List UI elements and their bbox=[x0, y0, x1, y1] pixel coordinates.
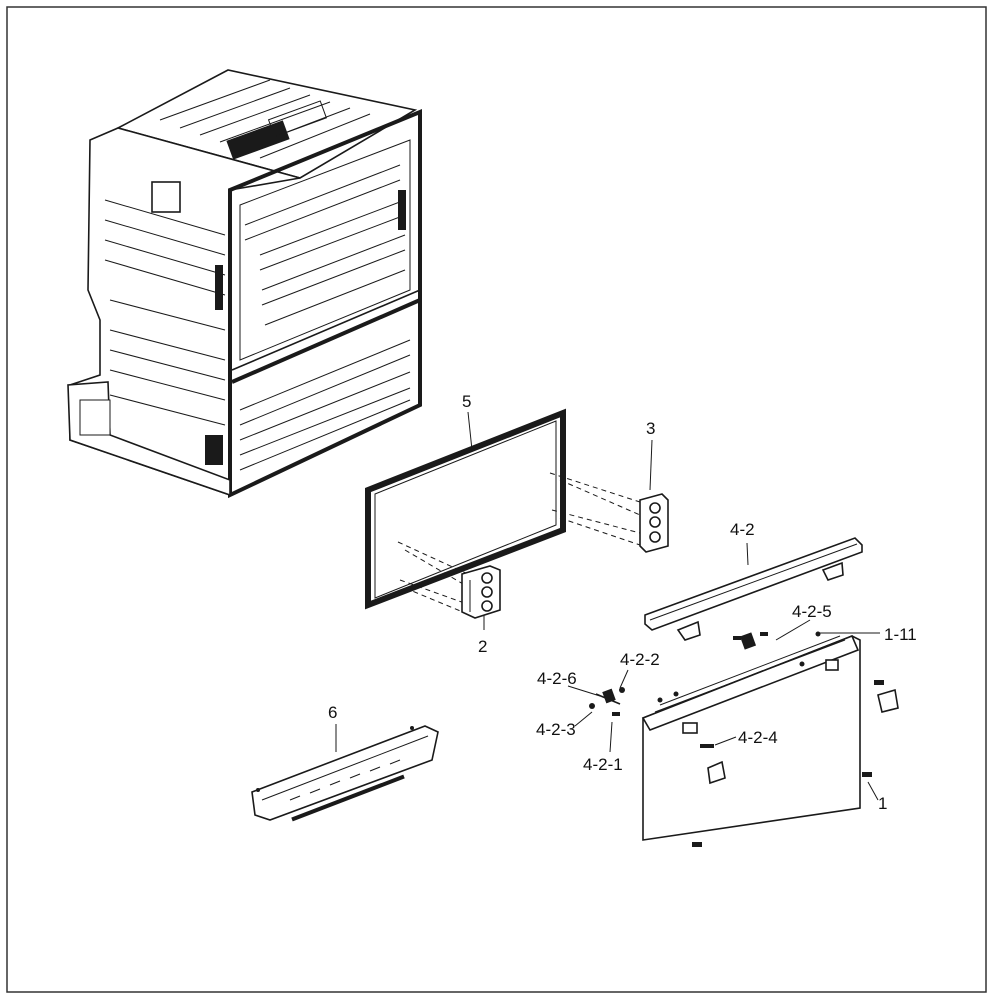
callout-4-2-6: 4-2-6 bbox=[537, 669, 577, 688]
callout-6: 6 bbox=[328, 703, 337, 722]
callout-labels: 5 3 4-2 2 4-2-5 1-11 4-2-2 4-2-6 6 4-2-3… bbox=[328, 392, 917, 813]
part-2-hinge-left bbox=[461, 565, 501, 619]
callout-4-2-2: 4-2-2 bbox=[620, 650, 660, 669]
part-1-door-panel bbox=[641, 634, 861, 841]
assembly-lines-hinges bbox=[397, 472, 641, 616]
callout-4-2-4: 4-2-4 bbox=[738, 728, 778, 747]
callout-1: 1 bbox=[878, 794, 887, 813]
callout-3: 3 bbox=[646, 419, 655, 438]
small-fasteners bbox=[589, 631, 899, 847]
callout-4-2-3: 4-2-3 bbox=[536, 720, 576, 739]
callout-4-2-1: 4-2-1 bbox=[583, 755, 623, 774]
callout-4-2: 4-2 bbox=[730, 520, 755, 539]
leader-lines bbox=[335, 411, 880, 801]
part-3-hinge-right bbox=[639, 493, 669, 553]
diagram-frame bbox=[6, 6, 987, 993]
callout-1-11: 1-11 bbox=[884, 625, 917, 644]
part-5-gasket bbox=[365, 408, 566, 610]
callout-5: 5 bbox=[462, 392, 471, 411]
refrigerator-cabinet bbox=[67, 69, 422, 499]
callout-2: 2 bbox=[478, 637, 487, 656]
part-4-2-handle bbox=[644, 537, 863, 641]
callout-4-2-5: 4-2-5 bbox=[792, 602, 832, 621]
part-6-bottom-trim bbox=[251, 725, 439, 822]
